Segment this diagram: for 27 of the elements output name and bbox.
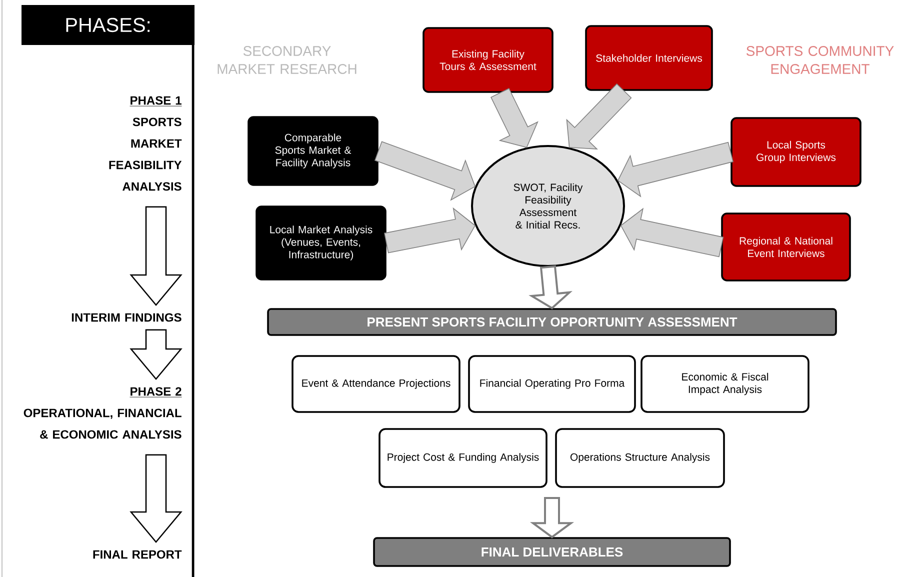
block-arrow (530, 497, 574, 538)
process-box: Existing Facility Tours & Assessment (422, 27, 554, 93)
process-box: Stakeholder Interviews (585, 25, 713, 91)
phase-label: FINAL REPORT (93, 550, 182, 559)
phase-label: INTERIM FINDINGS (72, 313, 182, 322)
process-box: Local Sports Group Interviews (730, 117, 862, 187)
block-arrow (528, 265, 572, 310)
process-box: Comparable Sports Market & Facility Analysis (248, 116, 378, 186)
process-box: Financial Operating Pro Forma (468, 355, 636, 413)
section-heading: SPORTS COMMUNITY ENGAGEMENT (746, 46, 894, 74)
block-arrow (620, 208, 724, 258)
process-box: Local Market Analysis (Venues, Events, Infrastructure) (256, 206, 386, 280)
banner-bar: FINAL DELIVERABLES (373, 537, 731, 567)
header-box: PHASES: (22, 5, 194, 45)
block-arrow (130, 454, 182, 543)
block-arrow (384, 207, 476, 254)
process-box: Project Cost & Funding Analysis (378, 428, 548, 488)
process-box: Event & Attendance Projections (292, 355, 460, 413)
phase-label: PHASE 2 OPERATIONAL, FINANCIAL & ECONOMIC ANALYSIS (24, 387, 182, 439)
process-box: Economic & Fiscal Impact Analysis (640, 355, 810, 413)
phase-label: PHASE 1 SPORTS MARKET FEASIBILITY ANALYSIS (109, 96, 182, 191)
banner-bar: PRESENT SPORTS FACILITY OPPORTUNITY ASSESSMENT (267, 308, 837, 336)
process-box: Regional & National Event Interviews (721, 212, 851, 282)
section-heading: SECONDARY MARKET RESEARCH (218, 46, 356, 74)
block-arrow (130, 329, 182, 380)
block-arrow (130, 206, 182, 306)
process-box: Operations Structure Analysis (555, 428, 725, 488)
